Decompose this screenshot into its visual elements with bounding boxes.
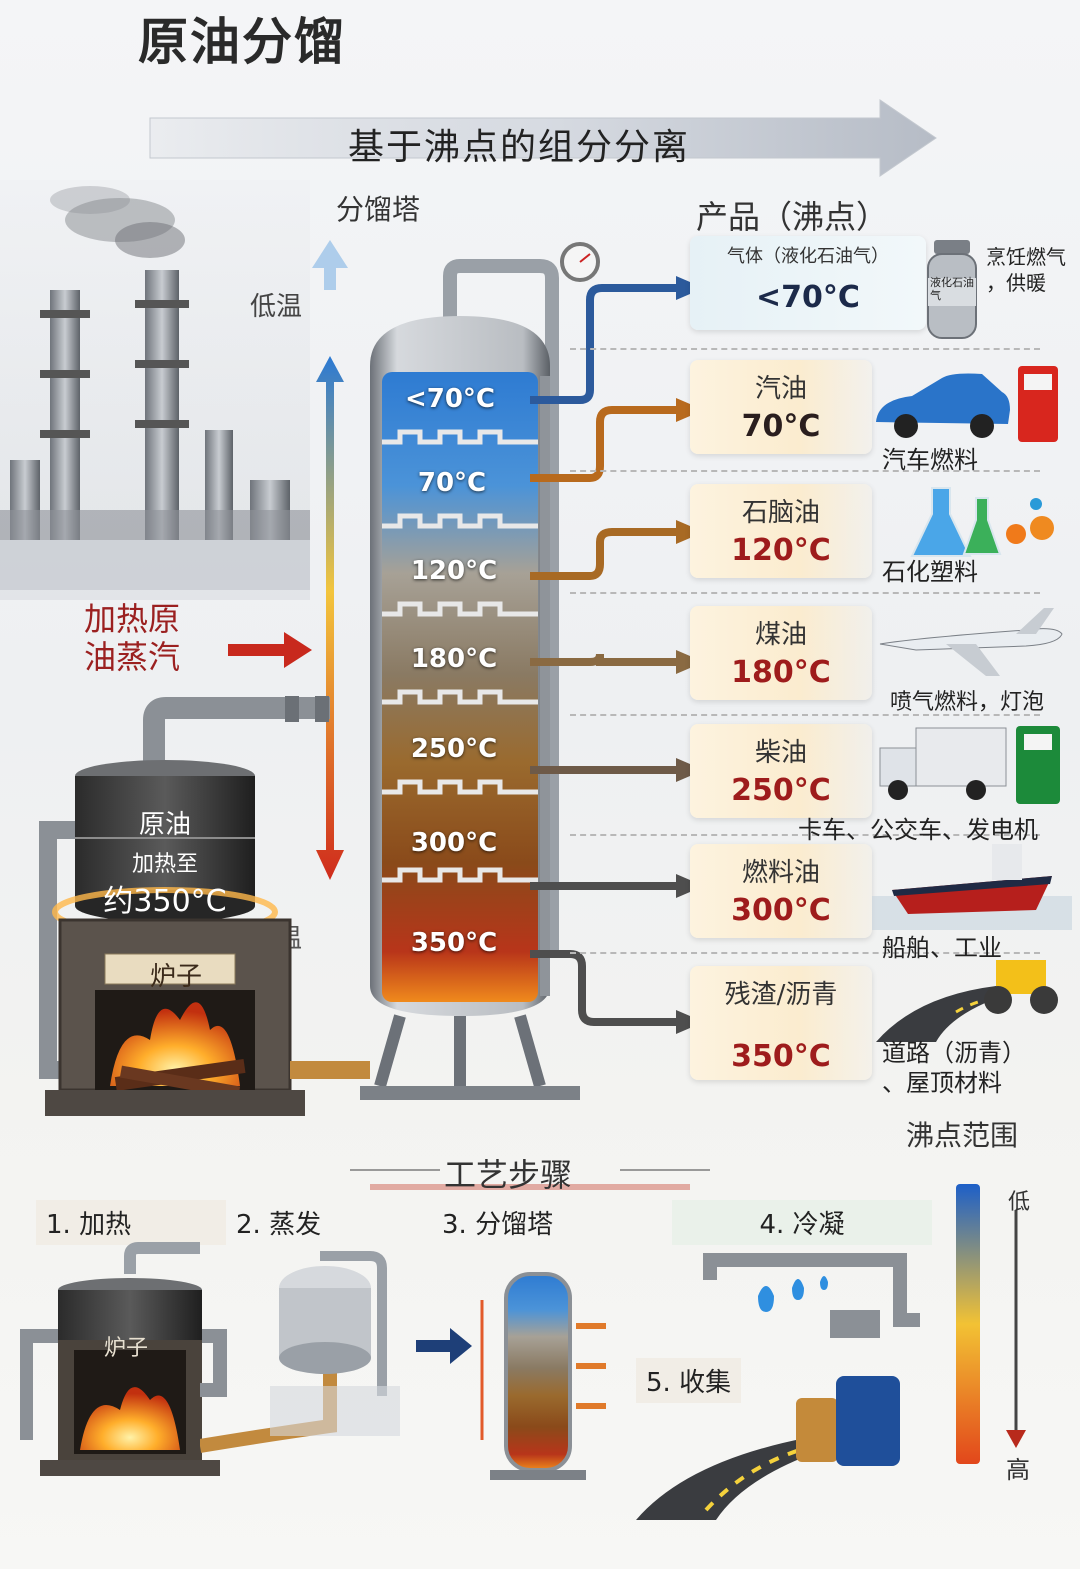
- step-evaporator-illustration: [200, 1251, 400, 1453]
- product-name: 石脑油: [741, 498, 820, 528]
- use-line-2: 、屋顶材料: [882, 1069, 1002, 1097]
- tank-line2: 加热至: [131, 852, 198, 877]
- step-condenser-illustration: [703, 1253, 920, 1338]
- divider: [570, 348, 1040, 350]
- heat-arrow-icon: [228, 632, 312, 668]
- product-use-gasoline: 汽车燃料: [882, 446, 978, 474]
- step-evaporation: 2. 蒸发: [236, 1210, 322, 1240]
- refinery-illustration: [0, 180, 310, 600]
- product-use-diesel: 卡车、公交车、发电机: [798, 816, 1038, 844]
- product-card-kerosene: 煤油 180°C: [690, 606, 872, 700]
- step-tower-illustration: [416, 1272, 606, 1480]
- use-line-1: 道路（沥青）: [882, 1039, 1026, 1067]
- product-name: 柴油: [754, 738, 807, 768]
- page-title: 原油分馏: [138, 13, 346, 71]
- tower-temp-3: 120°C: [410, 556, 498, 586]
- step-furnace-illustration: [20, 1242, 227, 1476]
- heat-vapor-label: 加热原 油蒸汽: [84, 600, 194, 676]
- tower-label: 分馏塔: [336, 193, 421, 226]
- fractionating-tower: [360, 242, 600, 1100]
- banner-title: 基于沸点的组分分离: [348, 127, 691, 168]
- step-heating: 1. 加热: [36, 1200, 226, 1245]
- products-header: 产品（沸点）: [696, 198, 889, 236]
- product-card-naphtha: 石脑油 120°C: [690, 484, 872, 578]
- tank-name: 原油: [138, 810, 191, 840]
- divider: [570, 714, 1040, 716]
- step-furnace-label: 炉子: [104, 1336, 149, 1361]
- gradient-low-label: 低温: [250, 292, 303, 322]
- product-name: 气体（液化石油气）: [727, 246, 889, 267]
- heat-vapor-line-2: 油蒸汽: [84, 638, 181, 676]
- heat-vapor-line-1: 加热原: [84, 600, 181, 638]
- tower-temp-2: 70°C: [417, 468, 487, 498]
- step-collection-illustration: [636, 1376, 900, 1520]
- product-card-diesel: 柴油 250°C: [690, 724, 872, 818]
- furnace-label: 炉子: [150, 962, 203, 992]
- airplane-icon: [879, 608, 1063, 676]
- divider: [570, 592, 1040, 594]
- product-name: 汽油: [754, 374, 807, 404]
- product-temp: <70°C: [756, 280, 860, 315]
- divider: [570, 834, 1040, 836]
- tower-temp-7: 350°C: [410, 928, 498, 958]
- gas-cylinder-label: 液化石油气: [930, 276, 974, 302]
- product-temp: 180°C: [731, 655, 831, 690]
- truck-icon: [879, 726, 1060, 804]
- product-use-naphtha: 石化塑料: [882, 558, 978, 586]
- product-use-fuel-oil: 船舶、工业: [882, 934, 1002, 962]
- product-card-fuel-oil: 燃料油 300°C: [690, 844, 872, 938]
- furnace-illustration: [39, 696, 370, 1116]
- tower-temp-1: <70°C: [404, 384, 496, 414]
- gas-cylinder-icon: [927, 240, 977, 339]
- tank-line3: 约350°C: [103, 884, 227, 919]
- product-name: 煤油: [754, 620, 807, 650]
- tower-temp-4: 180°C: [410, 644, 498, 674]
- tower-temp-5: 250°C: [410, 734, 498, 764]
- product-use-kerosene: 喷气燃料，灯泡: [890, 690, 1045, 715]
- product-card-lpg: 气体（液化石油气） <70°C: [690, 236, 926, 330]
- car-icon: [876, 366, 1058, 442]
- product-name: 燃料油: [741, 858, 820, 888]
- step-collection: 5. 收集: [636, 1358, 742, 1403]
- product-temp: 250°C: [731, 773, 831, 808]
- step-condensation: 4. 冷凝: [672, 1200, 932, 1245]
- step-fractionation: 3. 分馏塔: [442, 1210, 554, 1240]
- boiling-range-scale: [956, 1184, 1026, 1464]
- product-temp: 350°C: [731, 1039, 831, 1074]
- flask-icon: [910, 487, 1054, 557]
- product-temp: 120°C: [731, 533, 831, 568]
- product-card-gasoline: 汽油 70°C: [690, 360, 872, 454]
- use-line-1: 烹饪燃气: [986, 245, 1066, 269]
- product-name: 残渣/沥青: [724, 980, 838, 1010]
- product-temp: 70°C: [741, 409, 821, 444]
- divider: [570, 952, 1040, 954]
- road-roller-icon: [876, 960, 1058, 1042]
- divider: [570, 470, 1040, 472]
- product-use-residue: 道路（沥青） 、屋顶材料: [882, 1038, 1026, 1098]
- boiling-range-label: 沸点范围: [906, 1119, 1019, 1152]
- steps-title: 工艺步骤: [444, 1156, 573, 1194]
- ship-icon: [872, 844, 1072, 930]
- temperature-gradient-arrow: [312, 240, 348, 880]
- product-outlet-pipes: [530, 276, 704, 1034]
- banner-arrow: [149, 99, 937, 177]
- product-temp: 300°C: [731, 893, 831, 928]
- scale-low-label: 低: [1008, 1190, 1031, 1215]
- steps-title-decoration: [350, 1169, 710, 1190]
- product-use-lpg: 烹饪燃气 ，供暖: [986, 244, 1066, 296]
- tower-temp-6: 300°C: [410, 828, 498, 858]
- scale-high-label: 高: [1006, 1456, 1030, 1484]
- product-card-residue: 残渣/沥青 350°C: [690, 966, 872, 1080]
- use-line-2: ，供暖: [986, 271, 1046, 295]
